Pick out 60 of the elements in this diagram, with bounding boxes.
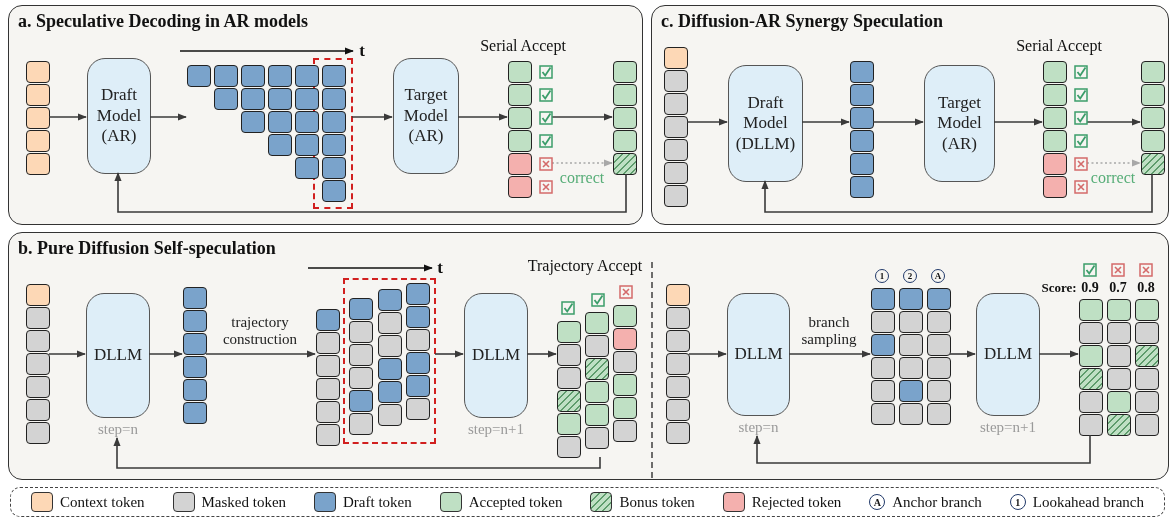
- arrow: [113, 437, 601, 469]
- arrow: [872, 118, 924, 126]
- model-name: Draft Model (DLLM): [734, 92, 797, 155]
- arrow: [351, 113, 393, 121]
- panel-title: b. Pure Diffusion Self-speculation: [18, 238, 276, 259]
- step-label: step=n+1: [979, 418, 1037, 436]
- arrow: [114, 172, 627, 213]
- step-label: step=n+1: [467, 420, 525, 438]
- arrow: [457, 113, 508, 121]
- score-label: 0.9: [1081, 280, 1099, 296]
- arrow: [993, 118, 1043, 126]
- legend-label: Draft token: [343, 493, 412, 511]
- arrow: [551, 113, 613, 121]
- panel: [651, 5, 1169, 225]
- arrow: [801, 118, 850, 126]
- model-name: DLLM: [471, 345, 521, 366]
- panel-title: a. Speculative Decoding in AR models: [18, 11, 308, 32]
- model-name: DLLM: [93, 345, 143, 366]
- legend-label: Rejected token: [751, 493, 842, 511]
- legend-label: Masked token: [201, 493, 287, 511]
- legend-label: Anchor branch: [892, 493, 982, 511]
- arrow: [788, 350, 871, 358]
- arrow: [434, 350, 464, 358]
- axis-label: t: [359, 41, 365, 61]
- panel: [8, 232, 1169, 480]
- arrow: [688, 350, 727, 358]
- stage-label: Serial Accept: [480, 37, 566, 55]
- score-label: 0.8: [1137, 280, 1155, 296]
- model-name: DLLM: [983, 344, 1033, 365]
- arrow: [753, 434, 1091, 464]
- score-label: Score:: [1041, 280, 1077, 296]
- arrow: [1086, 118, 1141, 126]
- model-name: DLLM: [734, 344, 783, 365]
- stage-label: Serial Accept: [1016, 37, 1102, 55]
- arrow: [149, 113, 187, 121]
- legend-label: Bonus token: [619, 493, 695, 511]
- score-label: 0.7: [1109, 280, 1127, 296]
- model-name: Target Model (AR): [402, 85, 450, 147]
- axis-label: t: [437, 258, 443, 278]
- arrow: [1086, 159, 1141, 167]
- step-label: step=n: [97, 420, 139, 438]
- arrow: [48, 113, 87, 121]
- arrow: [1038, 350, 1079, 358]
- model-name: Draft Model (AR): [95, 85, 143, 147]
- arrow: [686, 118, 728, 126]
- panel: [8, 5, 643, 225]
- arrow: [551, 159, 613, 167]
- model-name: Target Model (AR): [936, 92, 983, 155]
- arrow: [148, 350, 183, 358]
- arrow: [761, 173, 1153, 213]
- panel-title: c. Diffusion-AR Synergy Speculation: [661, 11, 943, 32]
- legend-label: Accepted token: [468, 493, 563, 511]
- stage-label: Trajectory Accept: [527, 257, 643, 275]
- arrow: [205, 350, 316, 358]
- legend-label: Context token: [59, 493, 145, 511]
- arrow: [949, 350, 976, 358]
- arrow: [48, 350, 86, 358]
- arrow: [526, 350, 557, 358]
- legend-label: Lookahead branch: [1032, 493, 1144, 511]
- step-label: step=n: [738, 418, 779, 436]
